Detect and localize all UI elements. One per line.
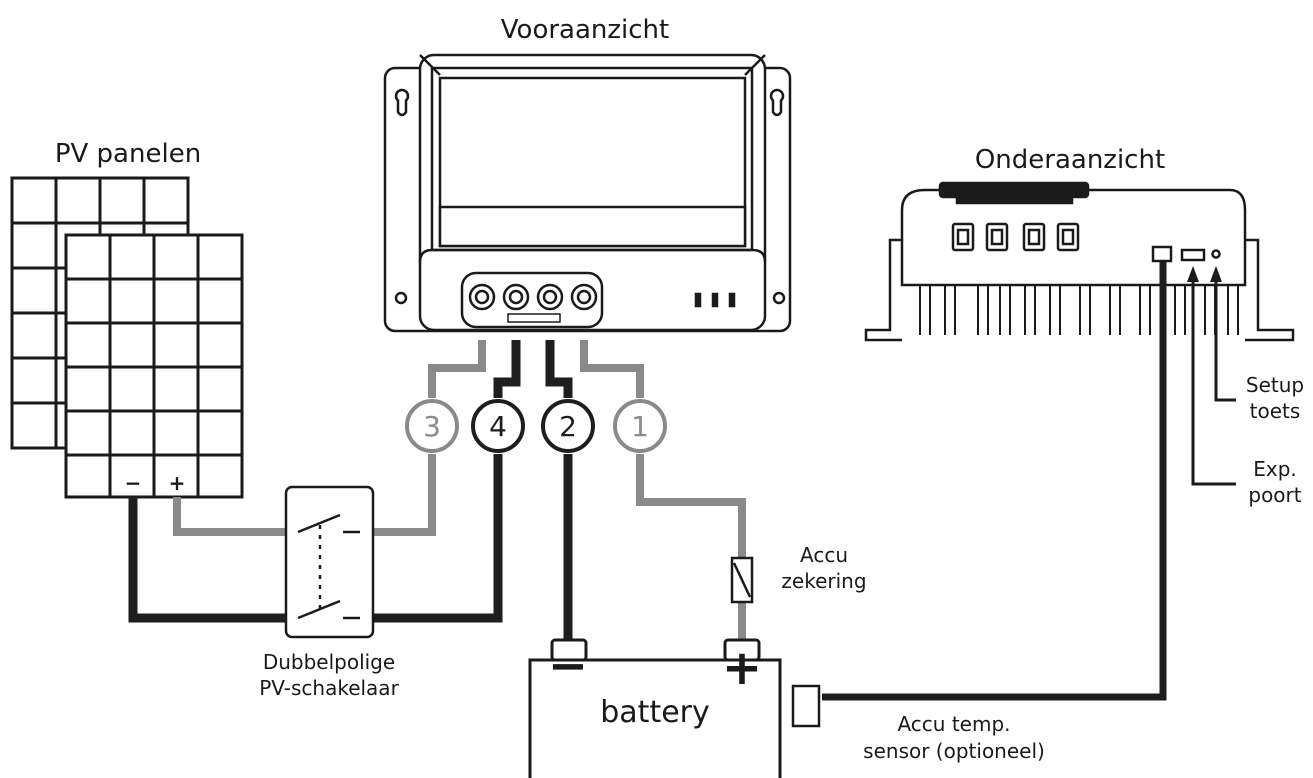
- sensor-label-line2: sensor (optioneel): [863, 739, 1045, 763]
- temp-sensor: [791, 684, 821, 728]
- exp-label-line2: poort: [1248, 483, 1301, 507]
- wire-2: [545, 340, 573, 398]
- sensor-label-line1: Accu temp.: [897, 712, 1010, 736]
- battery-plus-label: +: [722, 640, 762, 696]
- panel-minus-label: −: [125, 471, 142, 495]
- battery-fuse: [730, 556, 754, 604]
- switch-label-line1: Dubbelpolige: [263, 650, 395, 674]
- terminal-3-badge: 3: [405, 399, 459, 453]
- bottom-view-title: Onderaanzicht: [975, 145, 1165, 175]
- front-view-title: Vooraanzicht: [501, 15, 669, 45]
- controller-bottom: [864, 181, 1295, 342]
- double-pole-switch: [284, 485, 375, 639]
- fuse-label-line1: Accu: [800, 543, 848, 567]
- terminal-4-badge: 4: [471, 399, 525, 453]
- controller-front: [383, 53, 792, 333]
- terminal-3-label: 3: [423, 410, 441, 443]
- battery: [528, 638, 782, 778]
- terminal-4-label: 4: [489, 410, 507, 443]
- wire-1: [580, 340, 644, 398]
- terminal-2-label: 2: [559, 410, 577, 443]
- pv-panel-front: [64, 233, 244, 499]
- wire-4: [493, 340, 521, 398]
- terminal-1-label: 1: [631, 410, 649, 443]
- panel-plus-label: +: [169, 471, 186, 495]
- wire-3: [428, 340, 486, 398]
- switch-label-line2: PV-schakelaar: [259, 676, 399, 700]
- terminal-1-badge: 1: [613, 399, 667, 453]
- battery-minus-label: −: [548, 638, 588, 694]
- exp-port-pointer: [1191, 272, 1236, 486]
- sensor-cable: [822, 262, 1167, 701]
- exp-label-line1: Exp.: [1253, 457, 1297, 481]
- setup-label-line1: Setup: [1246, 373, 1304, 397]
- terminal-2-badge: 2: [541, 399, 595, 453]
- setup-label-line2: toets: [1250, 399, 1301, 423]
- fuse-label-line2: zekering: [781, 569, 866, 593]
- pv-panels-title: PV panelen: [55, 139, 201, 169]
- setup-button-pointer: [1214, 272, 1236, 402]
- battery-label: battery: [600, 695, 710, 730]
